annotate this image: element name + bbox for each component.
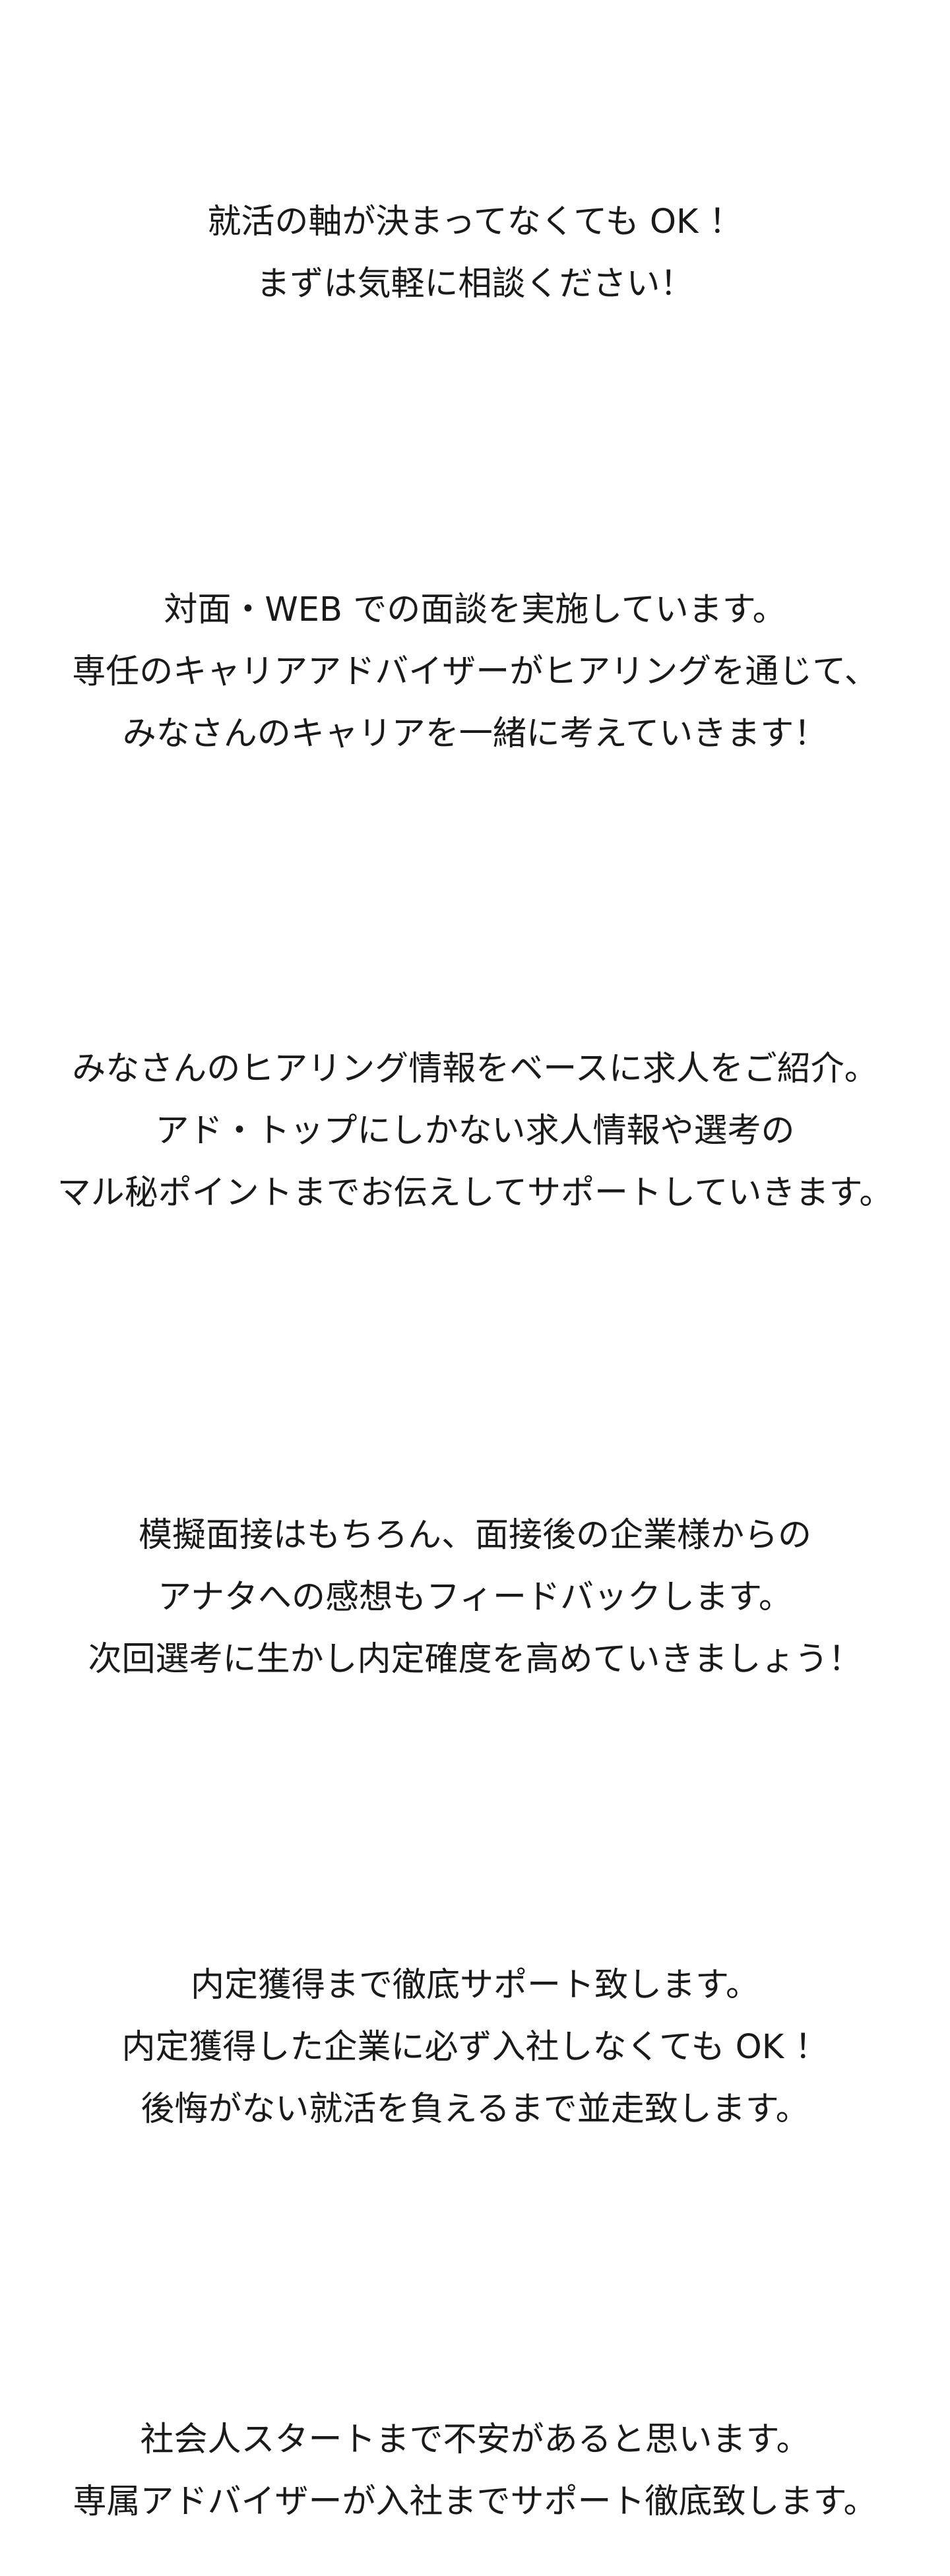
text-line: みなさんのキャリアを一緒に考えていきます！ <box>122 714 828 753</box>
text-line: 専任のキャリアアドバイザーがヒアリングを通じて、 <box>72 652 878 691</box>
text-line: マル秘ポイントまでお伝えしてサポートしていきます。 <box>57 1174 893 1212</box>
text-line: みなさんのヒアリング情報をベースに求人をご紹介。 <box>72 1050 878 1088</box>
text-block-onboarding-support: 社会人スタートまで不安があると思います。 専属アドバイザーが入社までサポート徹底… <box>0 2409 950 2533</box>
text-block-mock-interview: 模擬面接はもちろん、面接後の企業様からの アナタへの感想もフィードバックします。… <box>0 1505 950 1691</box>
text-line: 内定獲得まで徹底サポート致します。 <box>191 1966 759 2005</box>
text-line: まずは気軽に相談ください！ <box>256 265 694 303</box>
text-block-interview: 対面・WEB での面談を実施しています。 専任のキャリアアドバイザーがヒアリング… <box>0 579 950 765</box>
text-line: 専属アドバイザーが入社までサポート徹底致します。 <box>73 2482 877 2521</box>
text-line: アド・トップにしかない求人情報や選考の <box>155 1112 795 1150</box>
text-line: 就活の軸が決まってなくても OK ！ <box>207 203 743 241</box>
text-block-job-introduction: みなさんのヒアリング情報をベースに求人をご紹介。 アド・トップにしかない求人情報… <box>0 1038 950 1224</box>
text-line: 社会人スタートまで不安があると思います。 <box>140 2420 810 2459</box>
text-line: 対面・WEB での面談を実施しています。 <box>164 590 786 629</box>
text-block-offer-support: 内定獲得まで徹底サポート致します。 内定獲得した企業に必ず入社しなくても OK … <box>0 1955 950 2141</box>
text-block-axis-consultation: 就活の軸が決まってなくても OK ！ まずは気軽に相談ください！ <box>0 191 950 315</box>
text-line: 後悔がない就活を負えるまで並走致します。 <box>141 2090 809 2129</box>
text-line: 次回選考に生かし内定確度を高めていきましょう！ <box>88 1640 862 1679</box>
text-line: アナタへの感想もフィードバックします。 <box>158 1578 792 1617</box>
text-line: 内定獲得した企業に必ず入社しなくても OK ！ <box>121 2028 829 2067</box>
text-line: 模擬面接はもちろん、面接後の企業様からの <box>138 1516 811 1555</box>
